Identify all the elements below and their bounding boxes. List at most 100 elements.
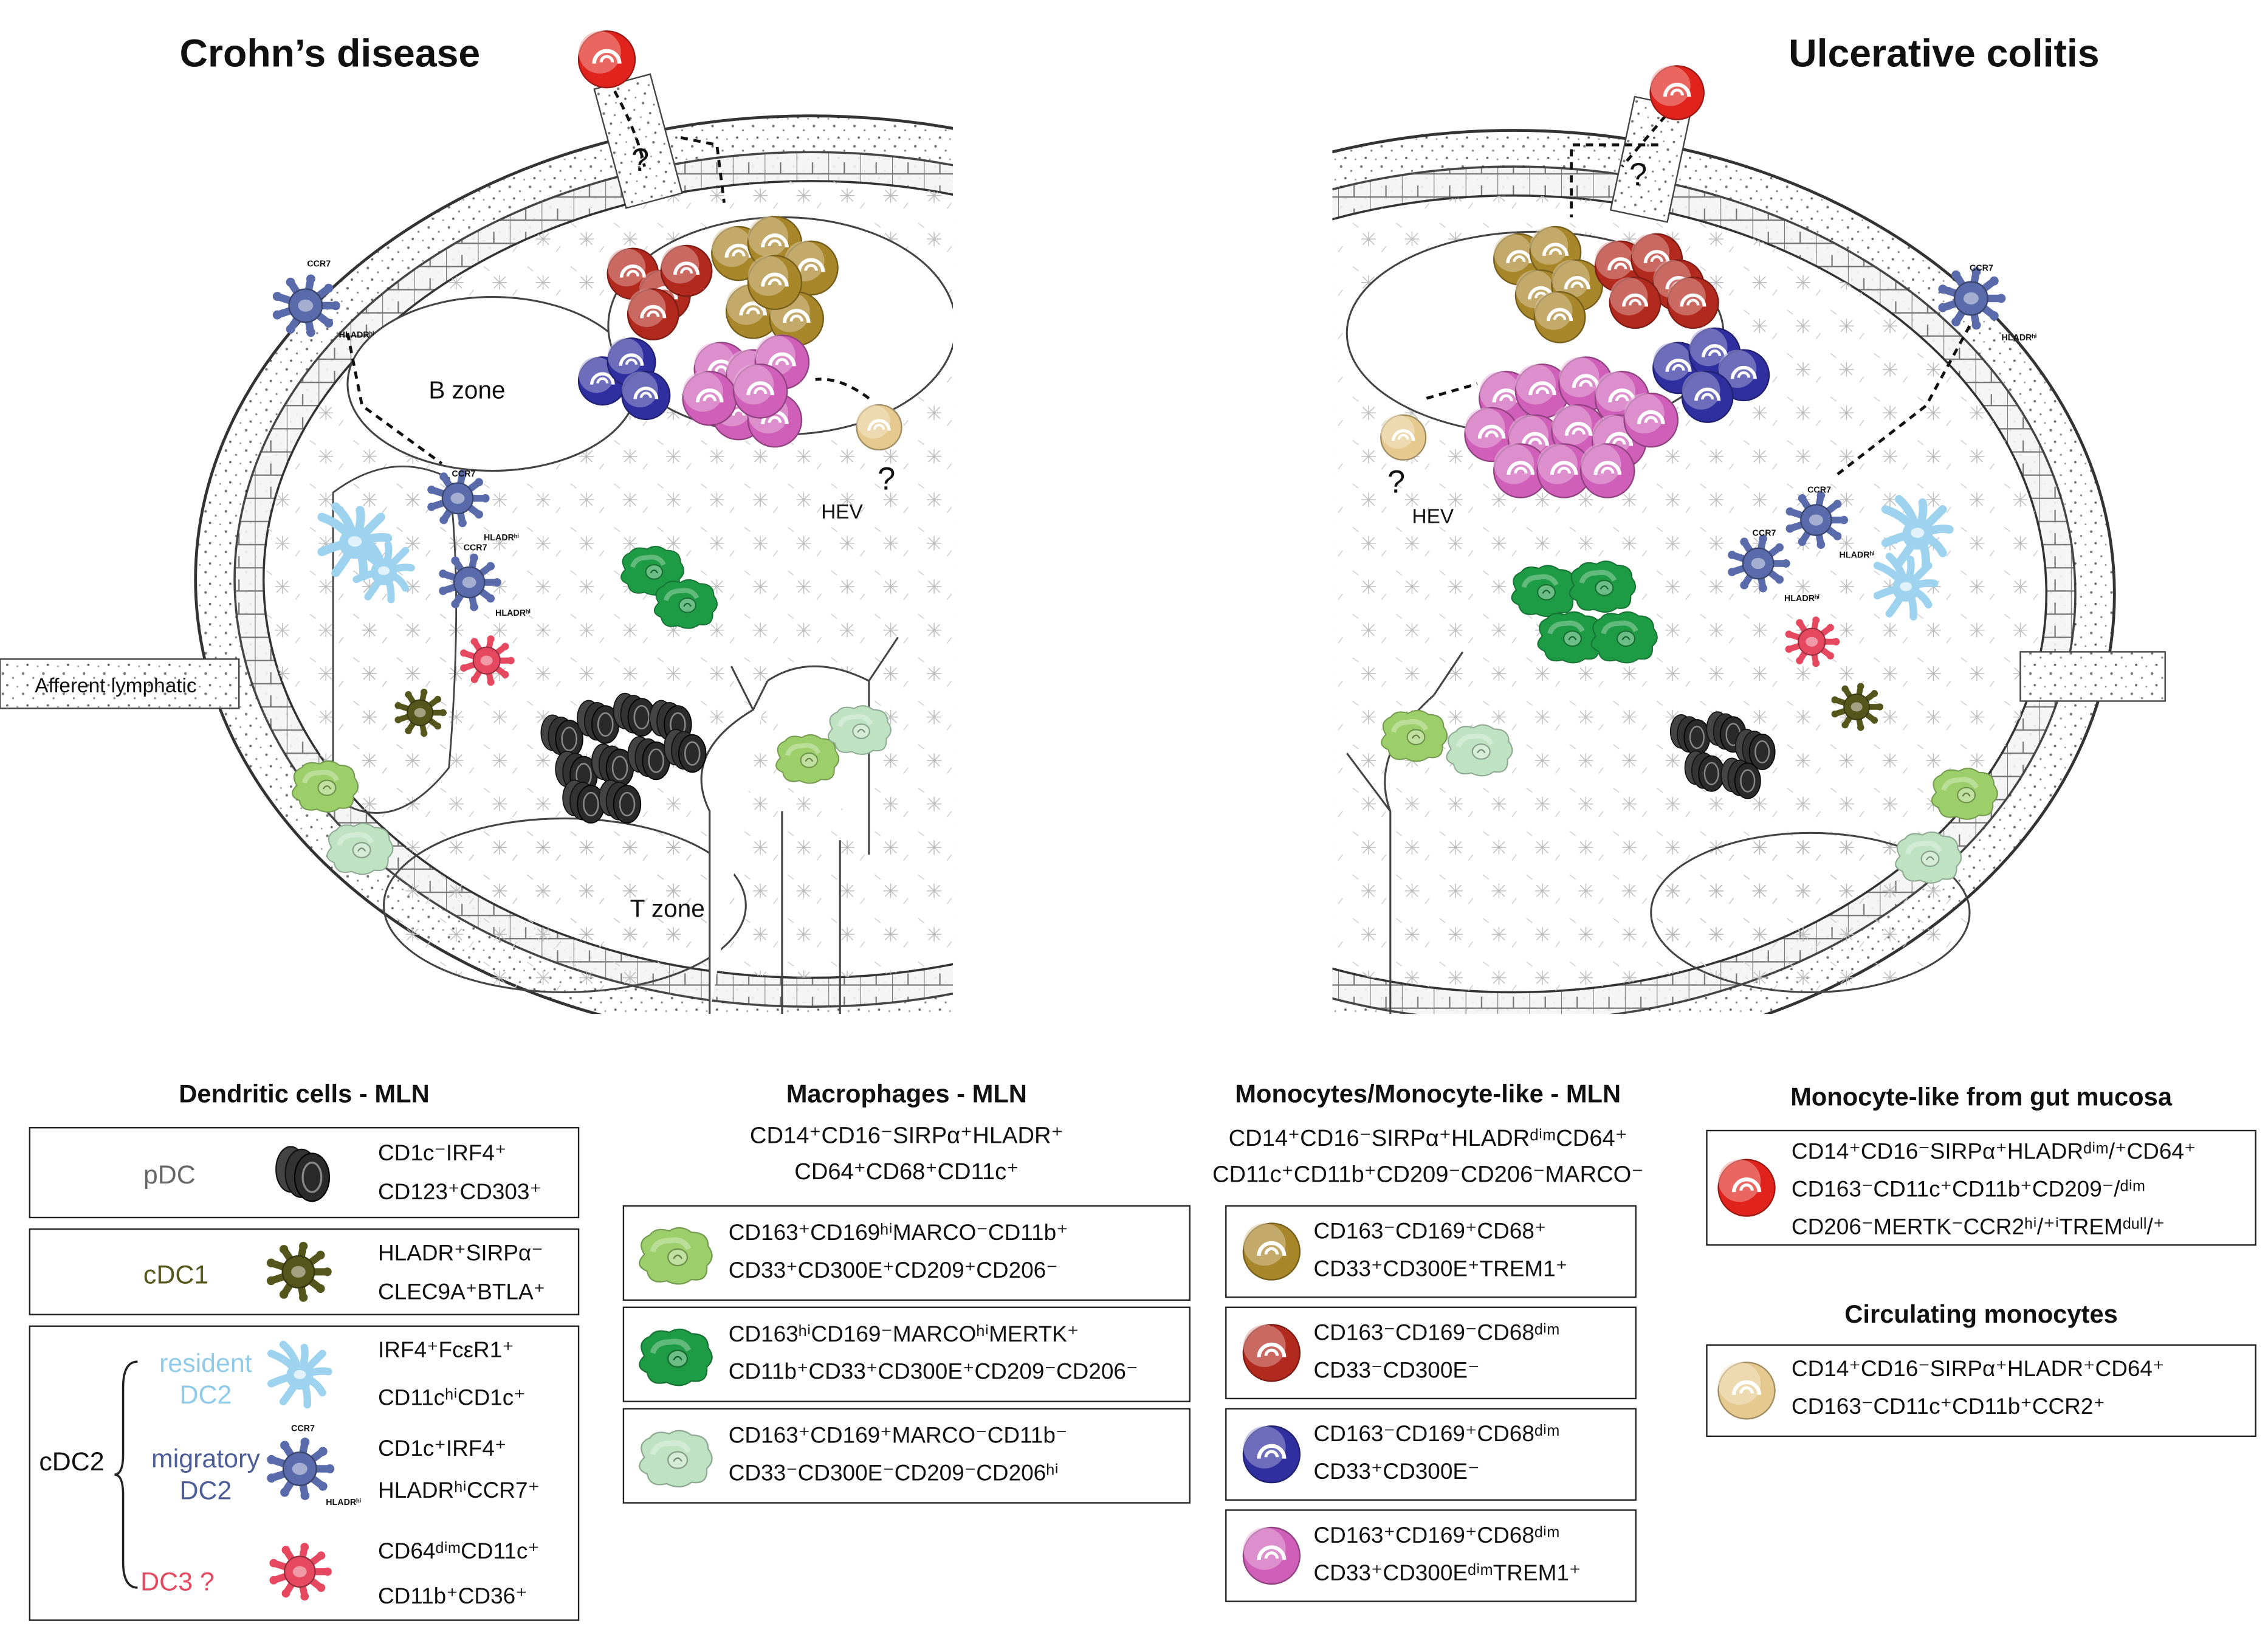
macrophage-cell xyxy=(823,703,895,765)
macrophage-cell xyxy=(1890,828,1965,894)
cdc1-icon xyxy=(262,1236,334,1315)
gut-monocyte-icon xyxy=(1716,1157,1777,1225)
circ-box: CD14⁺CD16⁻SIRPα⁺HLADR⁺CD64⁺ CD163⁻CD11c⁺… xyxy=(1706,1344,2256,1438)
dc3-label: DC3 ? xyxy=(140,1567,215,1597)
macrophage-icon xyxy=(633,1326,716,1397)
pdc-cell xyxy=(1716,753,1765,810)
monocyte-marker-line2: CD33⁺CD300E⁺TREM1⁺ xyxy=(1313,1257,1568,1283)
pdc-cell xyxy=(623,731,675,791)
marker-tag: CCR7 xyxy=(452,470,476,480)
macrophage-marker-line1: CD163⁺CD169⁺MARCO⁻CD11b⁻ xyxy=(728,1424,1068,1449)
marker-tag: CCR7 xyxy=(307,260,331,270)
mac-subtitle-2: CD64⁺CD68⁺CD11c⁺ xyxy=(794,1160,1019,1185)
monocyte-cell xyxy=(1579,442,1637,507)
circ-marker-line2: CD163⁻CD11c⁺CD11b⁺CCR2⁺ xyxy=(1791,1394,2105,1420)
pdc-label: pDC xyxy=(143,1160,196,1190)
macrophage-cell xyxy=(1586,608,1661,673)
monocyte-cell xyxy=(1680,370,1735,432)
label-afferent-lymphatic: Afferent lymphatic xyxy=(35,673,197,697)
cdc1-cell xyxy=(1827,678,1885,743)
monocyte-icon xyxy=(1241,1525,1302,1593)
macrophage-cell xyxy=(1441,722,1516,787)
monocyte-cell xyxy=(1622,391,1680,456)
monocyte-icon xyxy=(1241,1221,1302,1289)
monocyte-marker-line2: CD33⁺CD300E⁻ xyxy=(1313,1460,1480,1485)
cdc1-cell xyxy=(391,684,448,749)
cdc1-box: cDC1 HLADR⁺SIRPα⁻ CLEC9A⁺BTLA⁺ xyxy=(29,1228,580,1315)
gut-section-title: Monocyte-like from gut mucosa xyxy=(1790,1082,2173,1111)
pdc-cell xyxy=(572,695,624,755)
dc3-cell xyxy=(456,630,517,698)
monocyte-row: CD163⁻CD169⁺CD68⁺ CD33⁺CD300E⁺TREM1⁺ xyxy=(1225,1205,1637,1298)
monocyte-cell xyxy=(1535,442,1593,507)
marker-tag: HLADRʰⁱ xyxy=(2001,334,2037,343)
macrophage-cell xyxy=(1926,765,2002,830)
macrophage-cell xyxy=(649,576,721,638)
monocyte-row: CD163⁻CD169⁺CD68ᵈⁱᵐ CD33⁺CD300E⁻ xyxy=(1225,1408,1637,1501)
macrophage-marker-line2: CD11b⁺CD33⁺CD300E⁺CD209⁻CD206⁻ xyxy=(728,1360,1138,1385)
resident-dc2-cell xyxy=(348,536,420,616)
question-mark: ? xyxy=(1387,463,1406,500)
gut-monocyte-cell xyxy=(576,29,637,97)
macrophage-icon xyxy=(633,1224,716,1295)
dc3-cell xyxy=(1781,611,1842,680)
cdc1-marker-line2: CLEC9A⁺BTLA⁺ xyxy=(377,1280,546,1306)
circ-section-title: Circulating monocytes xyxy=(1844,1299,2118,1329)
migratory-dc2-cell xyxy=(423,464,492,540)
dc3-icon xyxy=(265,1537,334,1613)
migratory-dc2-cell xyxy=(1723,529,1793,605)
resident-marker-line1: IRF4⁺FcεR1⁺ xyxy=(377,1338,514,1363)
monocyte-marker-line1: CD163⁻CD169⁻CD68ᵈⁱᵐ xyxy=(1313,1321,1560,1346)
resident-dc2-icon xyxy=(262,1338,337,1421)
marker-tag: CCR7 xyxy=(463,545,487,554)
migratory-marker-line2: HLADRʰⁱCCR7⁺ xyxy=(377,1479,540,1504)
pdc-cell xyxy=(557,775,610,835)
dc3-marker-line2: CD11b⁺CD36⁺ xyxy=(377,1585,527,1610)
pdc-cell xyxy=(1666,710,1715,766)
macrophage-cell xyxy=(1376,707,1451,772)
circulating-monocyte-icon xyxy=(1716,1360,1777,1428)
macrophage-marker-line2: CD33⁺CD300E⁺CD209⁺CD206⁻ xyxy=(728,1258,1058,1284)
migratory-marker-line1: CD1c⁺IRF4⁺ xyxy=(377,1437,507,1462)
resident-dc2-cell xyxy=(1868,551,1943,633)
mac-section-title: Macrophages - MLN xyxy=(786,1079,1027,1109)
title-crohns: Crohn’s disease xyxy=(179,32,481,75)
monocyte-cell xyxy=(620,370,672,429)
macrophage-marker-line2: CD33⁻CD300E⁻CD209⁻CD206ʰⁱ xyxy=(728,1461,1059,1487)
pdc-icon xyxy=(269,1140,336,1214)
monocyte-marker-line1: CD163⁺CD169⁺CD68ᵈⁱᵐ xyxy=(1313,1524,1560,1549)
label-b-zone: B zone xyxy=(428,376,506,404)
marker-tag: CCR7 xyxy=(1752,530,1776,539)
marker-tag: HLADRʰⁱ xyxy=(1784,595,1820,604)
monocyte-icon xyxy=(1241,1424,1302,1492)
gut-marker-line3: CD206⁻MERTK⁻CCR2ʰⁱ/⁺ⁱTREMᵈᵘˡˡ/⁺ xyxy=(1791,1215,2165,1240)
label-t-zone: T zone xyxy=(630,895,705,923)
mac-subtitle-1: CD14⁺CD16⁻SIRPα⁺HLADR⁺ xyxy=(749,1124,1064,1149)
monocyte-cell xyxy=(625,287,681,349)
circulating-monocyte-cell xyxy=(854,403,904,460)
monocyte-row: CD163⁻CD169⁻CD68ᵈⁱᵐ CD33⁻CD300E⁻ xyxy=(1225,1306,1637,1400)
marker-tag: CCR7 xyxy=(1970,265,1993,274)
dc-section-title: Dendritic cells - MLN xyxy=(179,1079,430,1109)
pdc-cell xyxy=(536,710,588,770)
macrophage-row: CD163⁺CD169⁺MARCO⁻CD11b⁻ CD33⁻CD300E⁻CD2… xyxy=(622,1408,1191,1504)
migratory-dc2-cell xyxy=(1781,485,1850,562)
resident-marker-line2: CD11cʰⁱCD1c⁺ xyxy=(377,1386,526,1411)
monocyte-cell xyxy=(1666,275,1721,337)
monocyte-cell xyxy=(1607,275,1663,337)
pdc-marker-line2: CD123⁺CD303⁺ xyxy=(377,1180,541,1205)
marker-tag: HLADRʰⁱ xyxy=(338,331,374,341)
monocyte-cell xyxy=(731,362,789,427)
mono-subtitle-1: CD14⁺CD16⁻SIRPα⁺HLADRᵈⁱᵐCD64⁺ xyxy=(1228,1127,1627,1152)
mono-subtitle-2: CD11c⁺CD11b⁺CD209⁻CD206⁻MARCO⁻ xyxy=(1212,1163,1644,1188)
pdc-cell xyxy=(608,688,661,748)
brace-icon xyxy=(114,1360,138,1589)
pdc-box: pDC CD1c⁻IRF4⁺ CD123⁺CD303⁺ xyxy=(29,1127,580,1219)
pdc-cell xyxy=(659,725,711,784)
monocyte-cell xyxy=(1492,442,1550,507)
marker-tag: CCR7 xyxy=(1807,486,1832,496)
label-hev-left: HEV xyxy=(821,500,863,523)
marker-tag: HLADRʰⁱ xyxy=(326,1499,362,1508)
